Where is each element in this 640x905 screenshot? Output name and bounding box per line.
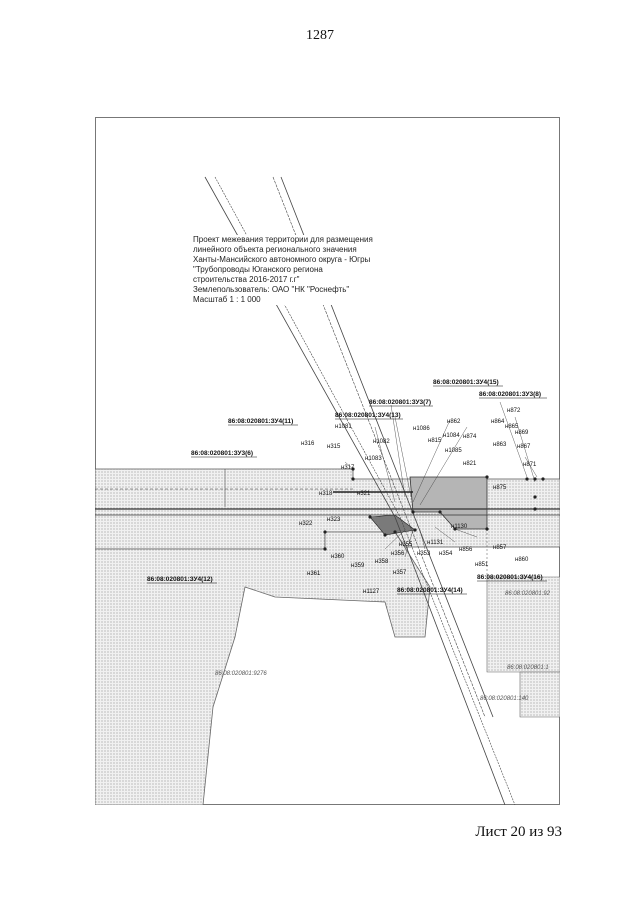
point-label: н1086 xyxy=(413,426,430,432)
point-label: н862 xyxy=(447,419,461,425)
vertex-markers xyxy=(323,467,545,551)
point-label: н874 xyxy=(463,434,477,440)
point-label: н864 xyxy=(491,419,505,425)
cadastral-map: 86:08:020801:ЗУ4(15) 86:08:020801:ЗУ3(8)… xyxy=(95,117,560,805)
point-labels: н872 н862 н864 н865 н869 н867 н871 н874 … xyxy=(299,408,537,595)
header-line: Землепользователь: ОАО "НК "Роснефть" xyxy=(193,285,350,294)
plot-label: 86:08:020801:ЗУ4(13) xyxy=(335,412,401,419)
point-label: н815 xyxy=(428,438,442,444)
point-label: н869 xyxy=(515,430,529,436)
plot-label: 86:08:020801:ЗУ4(12) xyxy=(147,576,213,583)
leader-lines xyxy=(344,401,538,558)
cadastral-label: 86:08:020801:1 xyxy=(507,665,549,671)
point-label: н871 xyxy=(523,462,537,468)
point-label: н857 xyxy=(493,545,507,551)
cadastral-label: 86:08:020801:9276 xyxy=(215,671,267,677)
point-label: н867 xyxy=(517,444,531,450)
diag-line-1 xyxy=(204,176,396,518)
point-label: н1084 xyxy=(443,433,460,439)
parcel-9276 xyxy=(95,531,431,805)
point-label: н1130 xyxy=(451,524,468,530)
parcel-92 xyxy=(486,576,560,673)
point-label: н357 xyxy=(393,570,407,576)
point-label: н323 xyxy=(327,517,341,523)
point-label: н356 xyxy=(391,551,405,557)
cadastral-label: 86:08:020801:92 xyxy=(505,591,551,597)
point-label: н1083 xyxy=(365,456,382,462)
diag-line-6 xyxy=(399,516,516,805)
plot-label: 86:08:020801:ЗУ3(8) xyxy=(479,391,541,398)
point-label: н360 xyxy=(331,554,345,560)
sheet-label: Лист 20 из 93 xyxy=(475,824,562,840)
diag-line-5 xyxy=(394,516,506,805)
point-label: н1081 xyxy=(335,424,352,430)
point-label: н358 xyxy=(375,559,389,565)
plot-label: 86:08:020801:ЗУ4(14) xyxy=(397,587,463,594)
header-line: Проект межевания территории для размещен… xyxy=(193,235,373,244)
header-line: Ханты-Мансийского автономного округа - Ю… xyxy=(193,255,371,264)
point-label: н856 xyxy=(459,547,473,553)
header-scale: Масштаб 1 : 1 000 xyxy=(193,295,261,304)
plot-labels: 86:08:020801:ЗУ4(15) 86:08:020801:ЗУ3(8)… xyxy=(147,379,547,595)
point-label: н321 xyxy=(357,491,371,497)
point-label: н355 xyxy=(399,542,413,548)
plot-label: 86:08:020801:ЗУ3(7) xyxy=(369,399,431,406)
point-label: н315 xyxy=(327,444,341,450)
page-number: 1287 xyxy=(306,28,334,43)
plot-label: 86:08:020801:ЗУ3(6) xyxy=(191,450,253,457)
plot-label: 86:08:020801:ЗУ4(11) xyxy=(228,418,293,425)
point-label: н875 xyxy=(493,485,507,491)
point-label: н353 xyxy=(417,551,431,557)
cadastral-label: 86:08:020801:140 xyxy=(480,696,529,702)
header-line: линейного объекта регионального значения xyxy=(193,245,357,254)
point-label: н359 xyxy=(351,563,365,569)
diag-line-2 xyxy=(214,176,401,518)
point-label: н1082 xyxy=(373,439,390,445)
point-label: н1127 xyxy=(363,589,380,595)
header-line: строительства 2016-2017 г.г" xyxy=(193,275,300,284)
point-label: н865 xyxy=(505,424,519,430)
cadastral-labels: 86:08:020801:9276 86:08:020801:92 86:08:… xyxy=(215,591,551,702)
map-header: Проект межевания территории для размещен… xyxy=(193,235,377,305)
point-label: н1131 xyxy=(427,540,444,546)
point-label: н863 xyxy=(493,442,507,448)
point-label: н872 xyxy=(507,408,521,414)
point-label: н322 xyxy=(299,521,313,527)
plot-label: 86:08:020801:ЗУ4(15) xyxy=(433,379,499,386)
point-label: н317 xyxy=(341,465,355,471)
point-label: н860 xyxy=(515,557,529,563)
header-line: "Трубопроводы Юганского региона xyxy=(193,265,323,274)
map-border xyxy=(95,117,560,805)
point-label: н354 xyxy=(439,551,453,557)
point-label: н821 xyxy=(463,461,477,467)
point-label: н361 xyxy=(307,571,321,577)
point-label: н316 xyxy=(301,441,315,447)
parcel-1 xyxy=(519,671,560,718)
point-label: н318 xyxy=(319,491,333,497)
point-label: н851 xyxy=(475,562,489,568)
plot-label: 86:08:020801:ЗУ4(16) xyxy=(477,574,543,581)
point-label: н1085 xyxy=(445,448,462,454)
